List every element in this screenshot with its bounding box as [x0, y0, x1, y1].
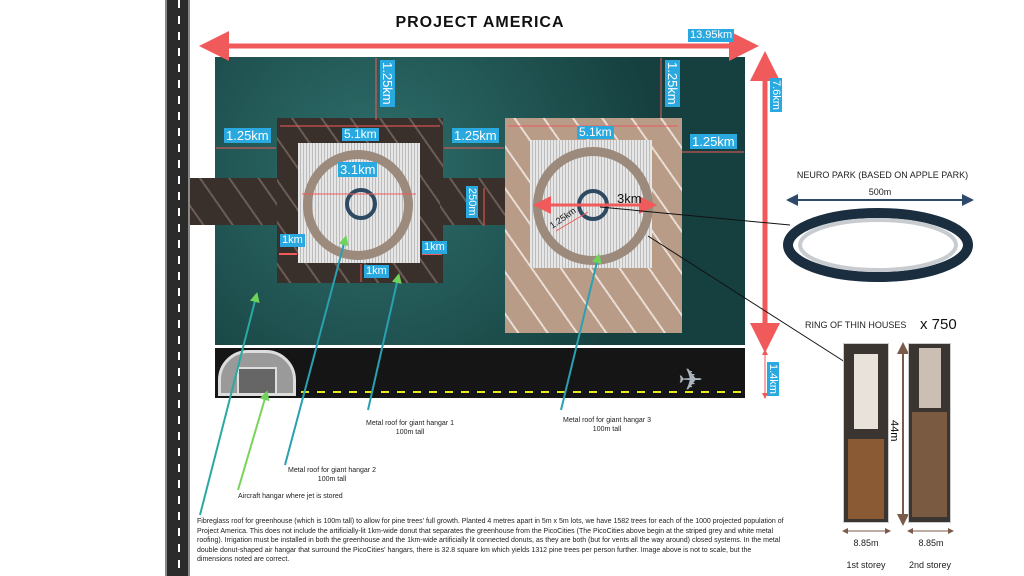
margin-left-label: 1.25km [224, 128, 271, 143]
house-length-label: 44m [888, 420, 900, 442]
gap-bottom-label: 1km [364, 265, 389, 278]
gap-left-label: 1km [280, 234, 305, 247]
house-floorplan-2 [908, 343, 951, 523]
block-width-1-label: 5.1km [342, 127, 379, 141]
houses-title: RING OF THIN HOUSES [805, 320, 907, 330]
total-width-label: 13.95km [688, 29, 735, 42]
aircraft-hangar-note: Aircraft hangar where jet is stored [238, 493, 343, 500]
aircraft-hangar-icon [218, 350, 296, 396]
page-title: PROJECT AMERICA [395, 14, 565, 31]
margin-right-label: 1.25km [690, 134, 737, 149]
house-width-2-label: 8.85m [918, 538, 944, 548]
runway-height-label: 1.4km [767, 362, 779, 396]
runway [215, 348, 745, 398]
margin-mid-label: 1.25km [452, 128, 499, 143]
connector-label: 250m [466, 186, 478, 218]
left-connector [190, 178, 280, 225]
total-height-label: 7.6km [770, 78, 782, 112]
houses-count: x 750 [920, 316, 957, 333]
margin-top-1-label: 1.25km [380, 60, 395, 107]
storey-1-label: 1st storey [846, 560, 886, 570]
margin-top-2-label: 1.25km [665, 60, 680, 107]
storey-2-label: 2nd storey [908, 560, 952, 570]
greenhouse-paragraph: Fibreglass roof for greenhouse (which is… [197, 518, 784, 563]
gap-right-label: 1km [422, 241, 447, 254]
neuro-park-width: 500m [868, 187, 892, 197]
neuro-park-ring [783, 208, 973, 282]
ring-diameter-label: 3km [617, 191, 642, 206]
neuro-park-title: NEURO PARK (BASED ON APPLE PARK) [796, 170, 969, 180]
donut-ring-1 [303, 150, 413, 260]
house-width-1-label: 8.85m [853, 538, 879, 548]
inner-ring-label: 3.1km [338, 162, 378, 177]
house-floorplan-1 [843, 343, 889, 523]
block-width-2-label: 5.1km [577, 125, 614, 139]
airplane-icon: ✈ [678, 364, 704, 397]
park-ring-1 [345, 188, 377, 220]
road [165, 0, 190, 576]
